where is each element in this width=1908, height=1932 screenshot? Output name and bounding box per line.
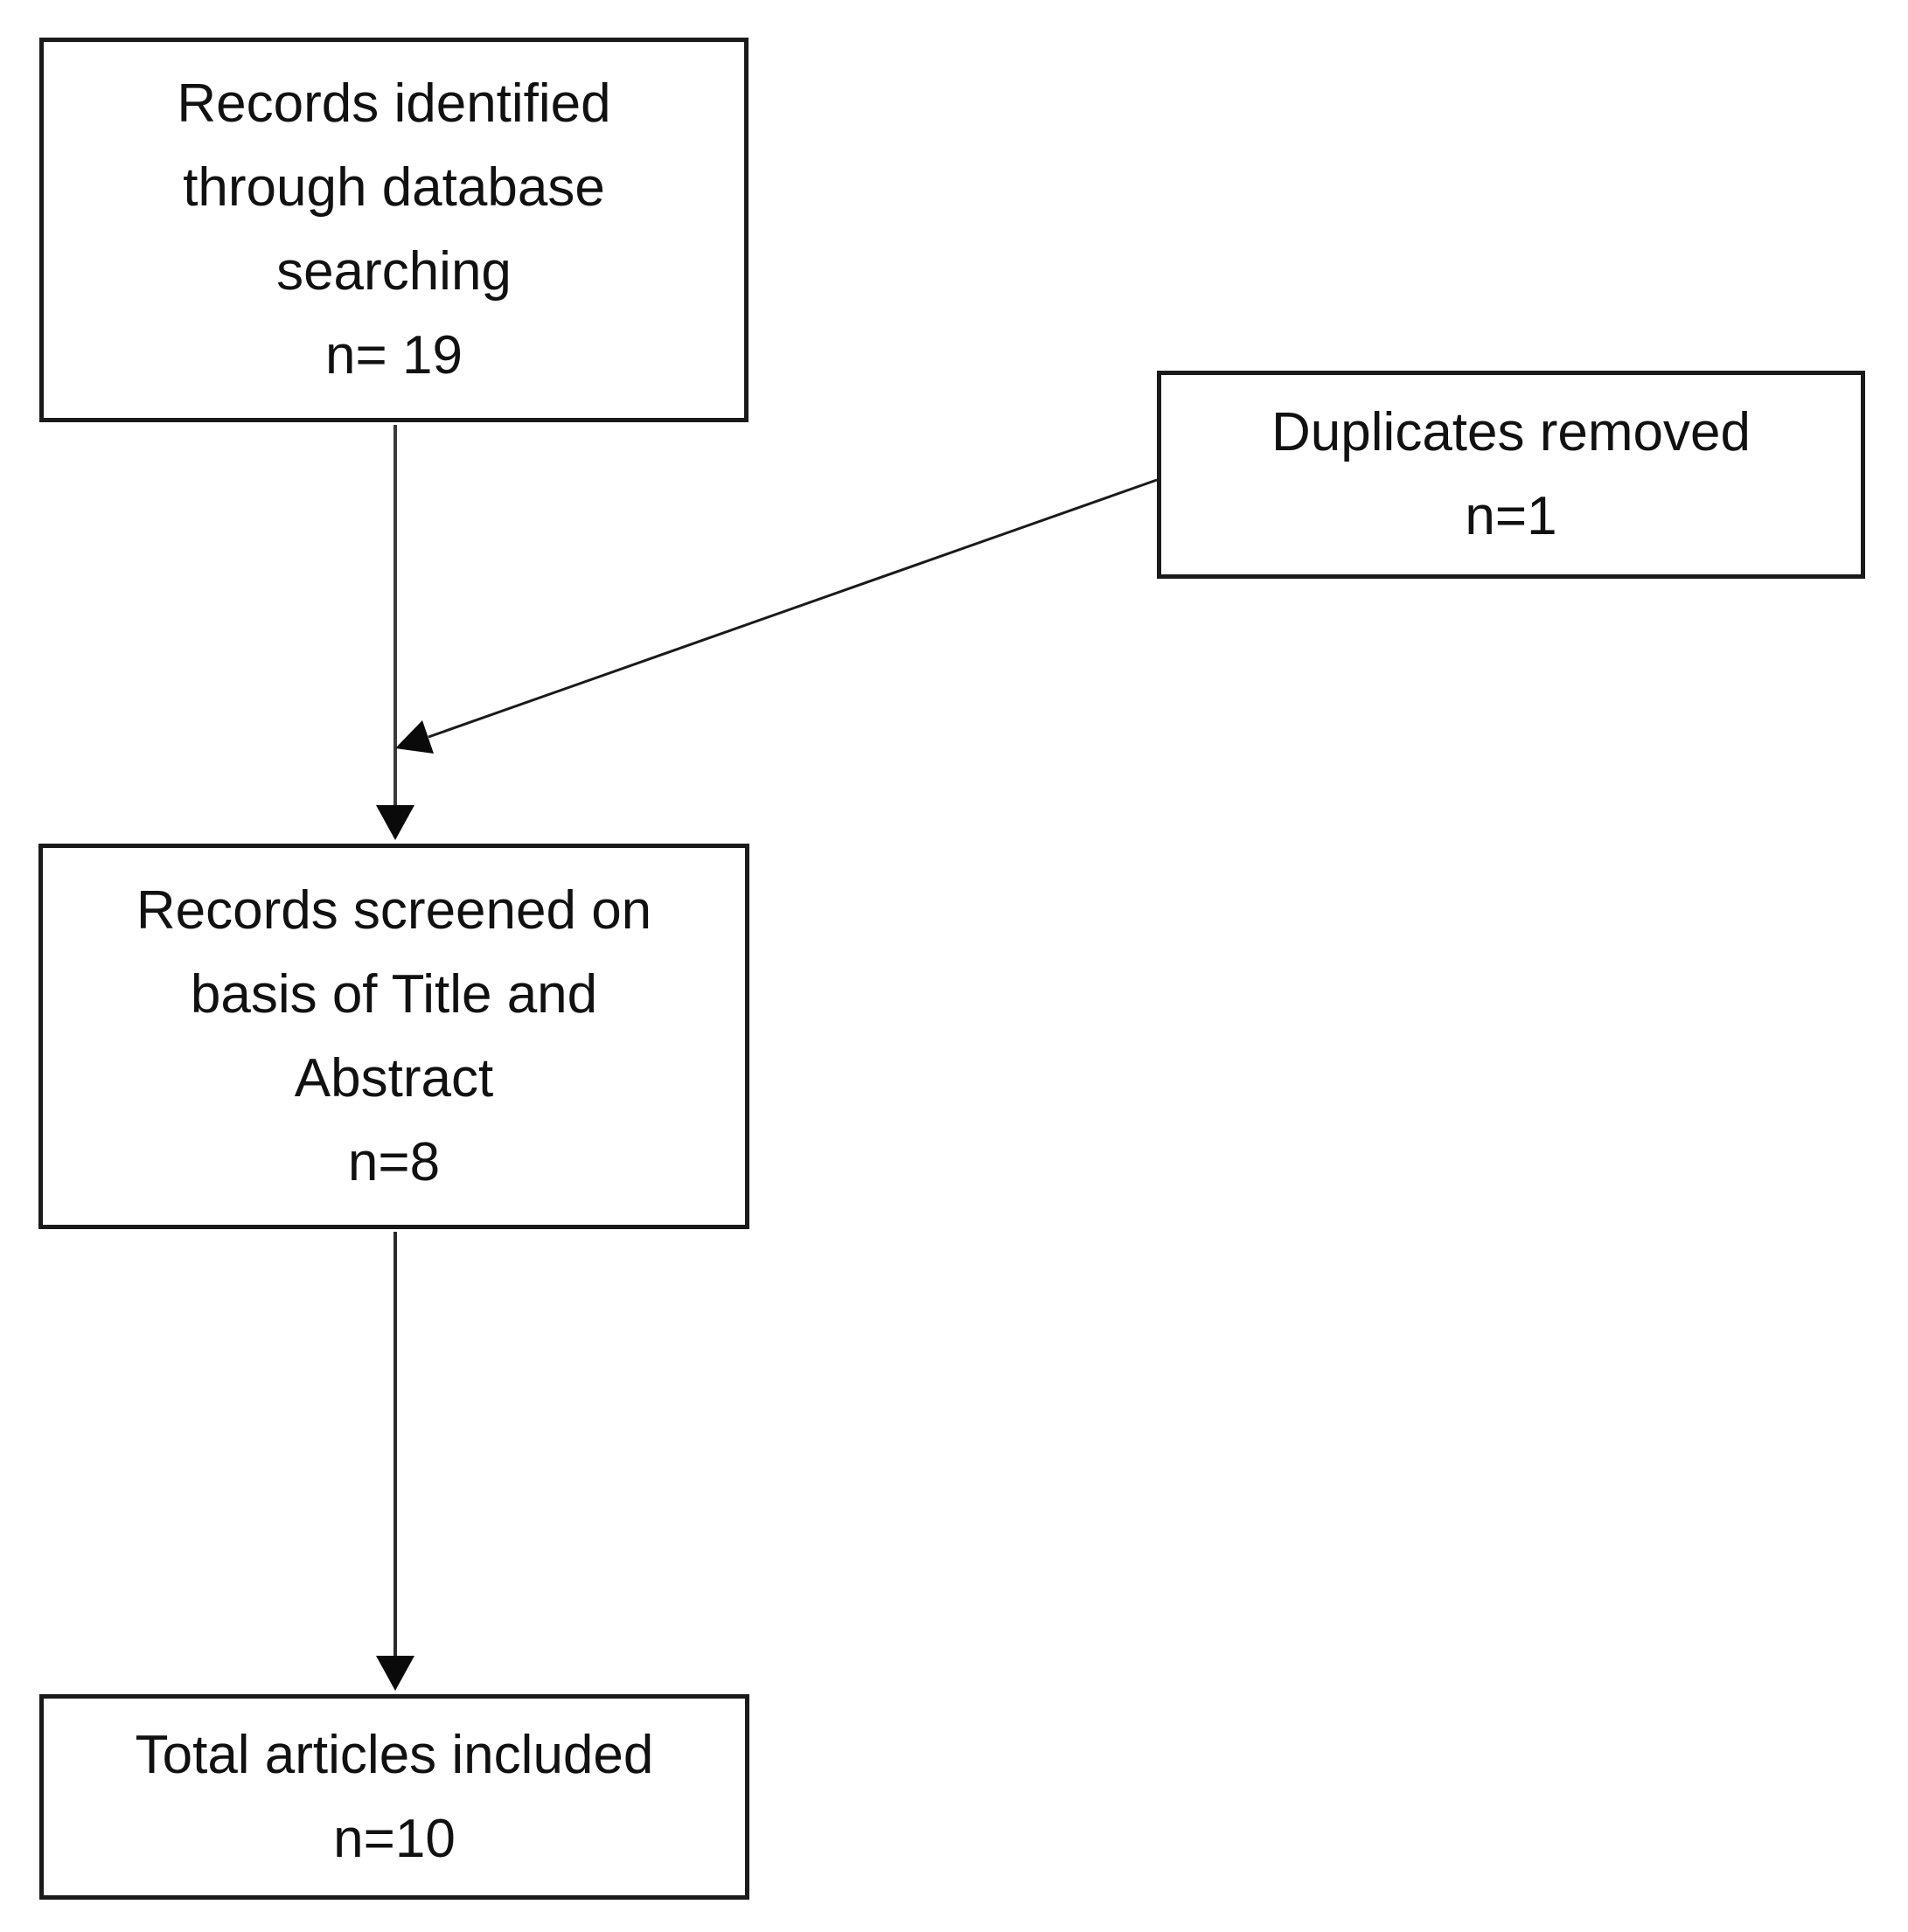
- box-duplicates-removed-line-1: Duplicates removed: [1271, 402, 1751, 462]
- arrowhead-into-screened: [376, 805, 414, 840]
- box-duplicates-removed: Duplicates removed n=1: [1157, 371, 1865, 579]
- box-records-identified-line-2: through database: [183, 157, 605, 218]
- box-records-identified: Records identified through database sear…: [39, 38, 749, 422]
- box-records-screened-line-3: Abstract: [294, 1047, 494, 1108]
- box-records-identified-count: n= 19: [325, 325, 463, 386]
- box-records-screened-line-2: basis of Title and: [190, 963, 598, 1025]
- box-duplicates-removed-count: n=1: [1465, 486, 1557, 546]
- box-total-included: Total articles included n=10: [39, 1694, 749, 1900]
- connector-duplicates-to-junction: [428, 478, 1158, 739]
- box-total-included-line-1: Total articles included: [135, 1724, 654, 1785]
- box-records-screened-line-1: Records screened on: [136, 879, 652, 941]
- box-records-identified-line-1: Records identified: [177, 73, 611, 134]
- box-records-identified-line-3: searching: [276, 241, 512, 302]
- box-total-included-count: n=10: [333, 1808, 456, 1869]
- box-records-screened: Records screened on basis of Title and A…: [38, 844, 749, 1229]
- box-records-screened-count: n=8: [347, 1131, 441, 1192]
- arrowhead-into-included: [376, 1656, 414, 1691]
- arrowhead-into-junction: [395, 720, 434, 754]
